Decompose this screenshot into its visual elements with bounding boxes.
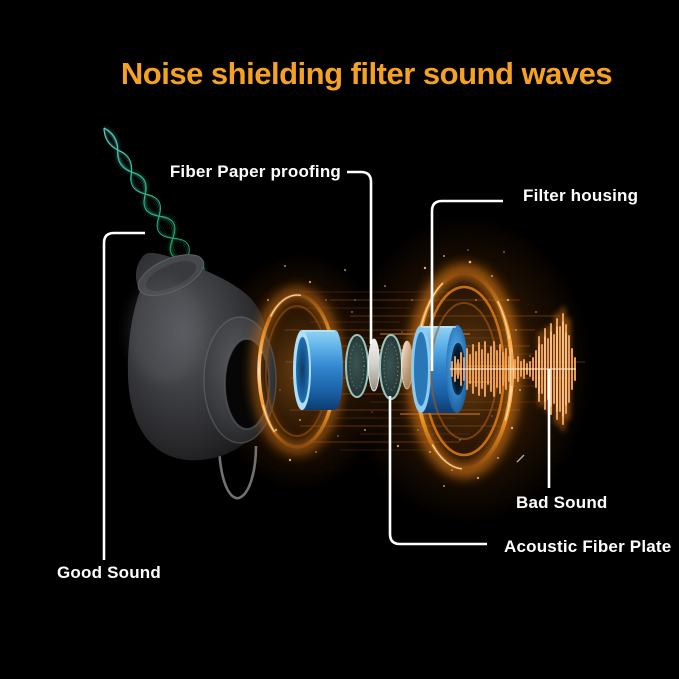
acoustic-fiber-plate-label: Acoustic Fiber Plate bbox=[504, 537, 672, 556]
good-sound-label: Good Sound bbox=[57, 563, 161, 582]
earbud-hole-rim bbox=[224, 338, 270, 430]
filter-housing-label: Filter housing bbox=[523, 186, 639, 205]
filter-cup bbox=[293, 330, 343, 410]
earbud-highlight bbox=[127, 278, 203, 382]
fiber-paper-disc-1 bbox=[368, 338, 380, 392]
earbud-torus-rim bbox=[203, 316, 277, 444]
fiber-paper-proofing-label: Fiber Paper proofing bbox=[169, 162, 341, 181]
bad-sound-label: Bad Sound bbox=[516, 493, 608, 512]
earbud-wire-loop bbox=[217, 445, 258, 500]
particle-dust bbox=[261, 249, 537, 487]
filter-housing-callout-line bbox=[430, 199, 503, 371]
page-title: Noise shielding filter sound waves bbox=[120, 56, 613, 91]
fiber-paper-callout-line bbox=[347, 170, 373, 344]
good-sound-callout-line bbox=[102, 231, 145, 560]
acoustic-fiber-plate-2 bbox=[379, 334, 403, 400]
acoustic-fiber-plate-1 bbox=[345, 334, 369, 398]
acoustic-fiber-callout-line bbox=[388, 396, 487, 546]
callout-lines bbox=[102, 170, 551, 560]
